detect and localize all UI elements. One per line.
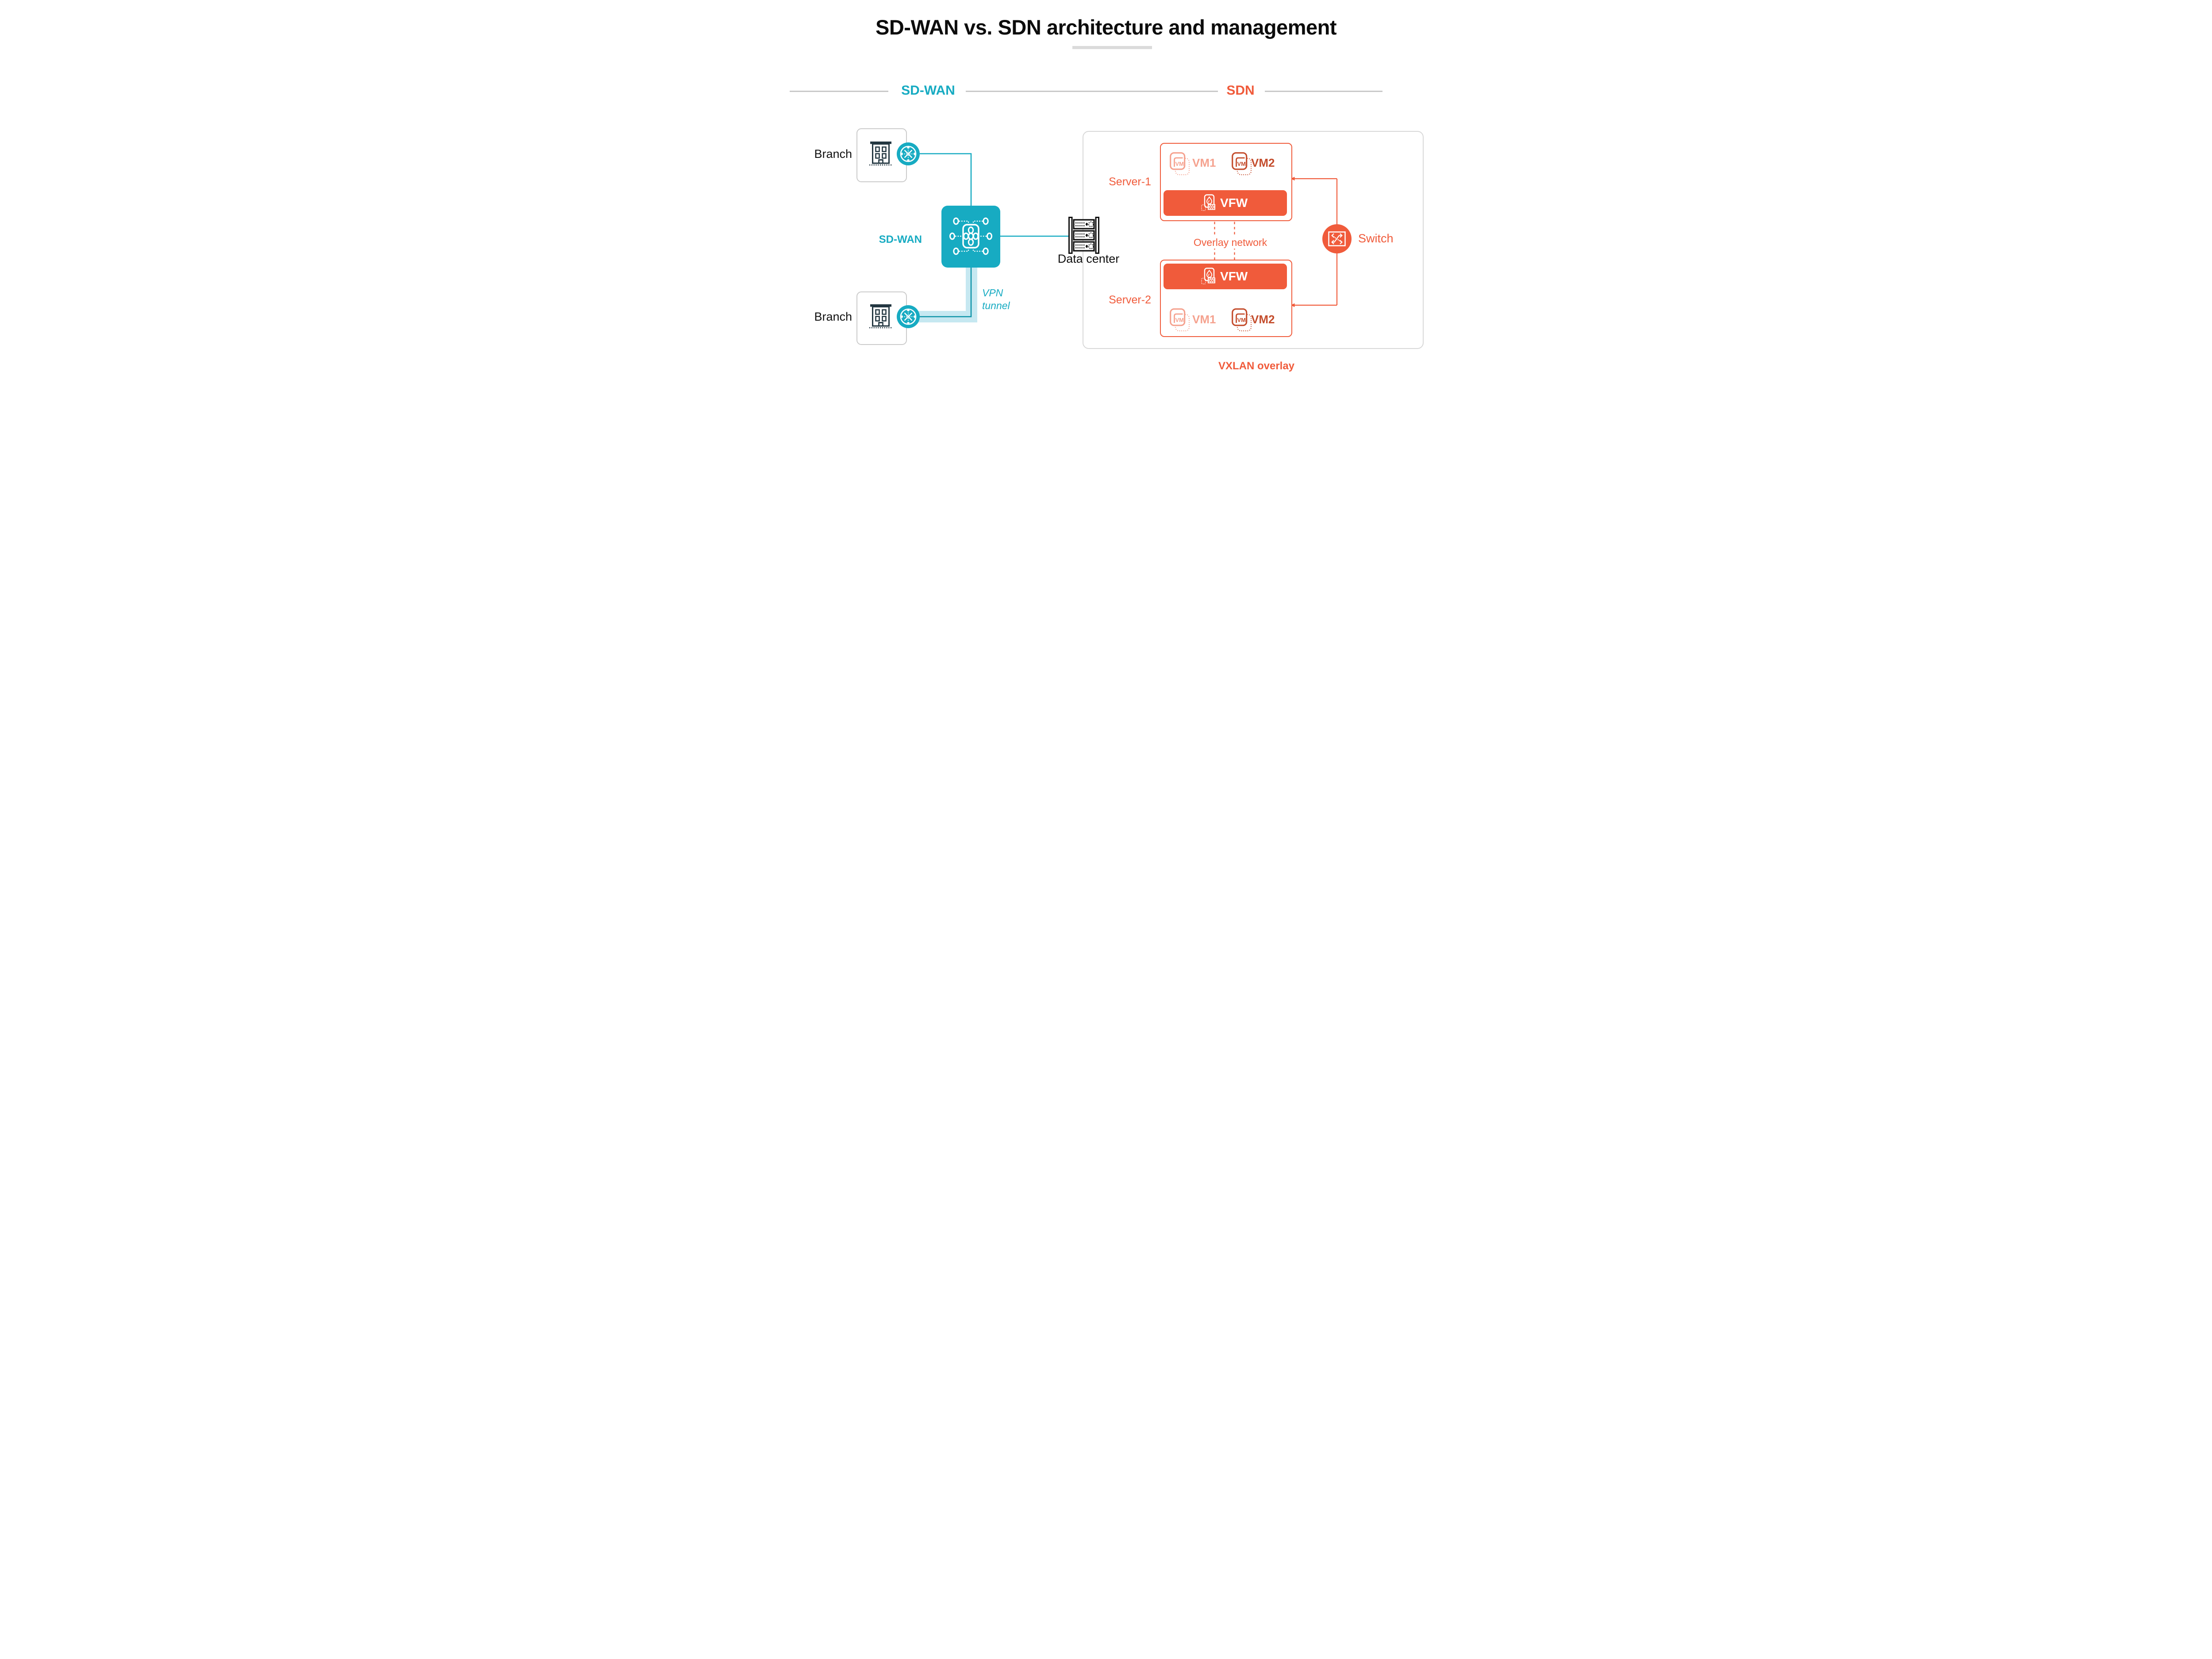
vpn-tunnel-label: VPN tunnel — [982, 287, 1040, 312]
sdwan-network-icon — [949, 217, 992, 255]
sdwan-hub-label: SD-WAN — [879, 234, 922, 245]
vpn-tunnel-label-line2: tunnel — [982, 300, 1010, 311]
branch-bottom-label: Branch — [814, 310, 852, 323]
router-icon — [900, 308, 917, 325]
vm-glyph: VM — [1237, 161, 1246, 167]
branch-top-label: Branch — [814, 147, 852, 161]
diagram-canvas: SD-WAN vs. SDN architecture and manageme… — [764, 0, 1448, 384]
sdwan-hub-box — [941, 206, 1000, 268]
switch-label: Switch — [1358, 232, 1394, 245]
link-branch-top-to-hub — [920, 153, 972, 207]
server1-vm1-label: VM1 — [1192, 156, 1216, 169]
section-divider-right — [1265, 91, 1382, 92]
vm-icon-light: VM — [1170, 152, 1190, 176]
vm-icon-dark: VM — [1232, 152, 1252, 176]
overlay-network-label: Overlay network — [1184, 237, 1277, 249]
vpn-tunnel-label-line1: VPN — [982, 287, 1003, 299]
firewall-icon — [1201, 268, 1215, 284]
server2-label: Server-2 — [1109, 294, 1151, 306]
firewall-icon — [1201, 194, 1215, 211]
section-divider-left — [790, 91, 888, 92]
section-label-sdwan: SD-WAN — [901, 83, 955, 98]
vm-icon-light: VM — [1170, 308, 1190, 332]
title-underline — [1072, 46, 1152, 49]
vpn-tunnel-band-horizontal — [917, 311, 977, 322]
vm-glyph: VM — [1237, 317, 1246, 323]
vpn-tunnel-line — [917, 268, 972, 318]
vm-icon-dark: VM — [1232, 308, 1252, 332]
building-icon — [869, 142, 892, 166]
server1-vfw-label: VFW — [1220, 196, 1248, 210]
branch-bottom-router-circle — [897, 305, 920, 328]
server2-vm2-label: VM2 — [1251, 313, 1275, 326]
vxlan-overlay-label: VXLAN overlay — [1218, 360, 1295, 372]
section-label-sdn: SDN — [1226, 83, 1255, 98]
server-rack-icon — [1068, 217, 1099, 254]
server1-vm2-label: VM2 — [1251, 156, 1275, 169]
page-title: SD-WAN vs. SDN architecture and manageme… — [876, 15, 1337, 39]
switch-circle — [1322, 224, 1352, 253]
vm-glyph: VM — [1175, 317, 1184, 323]
building-icon — [869, 304, 892, 329]
server1-vfw-bar: VFW — [1164, 190, 1287, 216]
server2-vm1-label: VM1 — [1192, 313, 1216, 326]
router-icon — [900, 146, 917, 162]
switch-icon — [1328, 231, 1346, 246]
server1-label: Server-1 — [1109, 176, 1151, 188]
server2-vfw-bar: VFW — [1164, 264, 1287, 289]
branch-top-router-circle — [897, 142, 920, 165]
data-center-label: Data center — [1057, 252, 1120, 265]
vm-glyph: VM — [1175, 161, 1184, 167]
server2-vfw-label: VFW — [1220, 269, 1248, 283]
section-divider-middle — [966, 91, 1218, 92]
